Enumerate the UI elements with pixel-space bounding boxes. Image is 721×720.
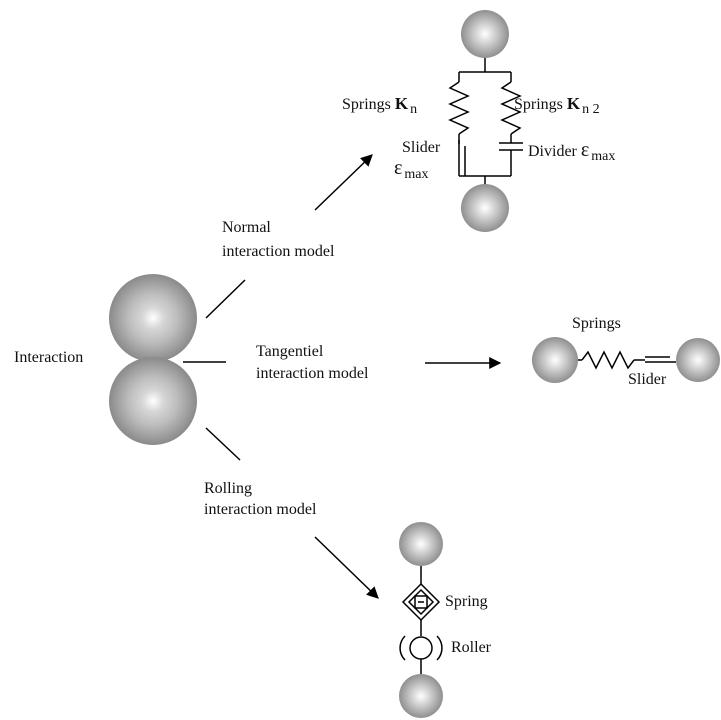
rolling-roller-label: Roller — [451, 639, 491, 656]
normal-model-label-line1: Normal — [222, 219, 271, 236]
rolling-spring-icon — [401, 582, 441, 622]
rolling-model-label-line1: Rolling — [204, 480, 253, 497]
rolling-model-label-line2: interaction model — [204, 501, 317, 518]
tangential-left-particle — [532, 337, 578, 383]
interaction-label: Interaction — [14, 349, 84, 366]
rolling-model-schematic — [399, 522, 443, 718]
central-particle-bottom — [109, 357, 197, 445]
rolling-spring-label: Spring — [445, 593, 488, 610]
slider-label: Slider — [402, 139, 441, 156]
normal-model-schematic — [448, 10, 523, 232]
tangential-right-particle — [676, 338, 720, 382]
tangential-springs-label: Springs — [572, 315, 621, 332]
tangential-model-label-line2: interaction model — [256, 365, 369, 382]
rolling-branch-line — [205, 427, 241, 461]
rolling-bottom-particle — [399, 674, 443, 718]
normal-model-label-line2: interaction model — [222, 243, 335, 260]
central-particle-top — [109, 274, 197, 362]
tangential-model-label-line1: Tangentiel — [256, 343, 324, 360]
normal-top-particle — [461, 10, 509, 58]
rolling-top-particle — [399, 522, 443, 566]
spring-kn-icon — [448, 81, 470, 135]
tangential-slider-label: Slider — [628, 371, 667, 388]
tangential-model-schematic — [532, 337, 720, 383]
normal-bottom-particle — [461, 184, 509, 232]
roller-icon — [399, 635, 443, 661]
tangential-spring-icon — [581, 350, 635, 370]
normal-branch-line — [205, 279, 246, 319]
normal-arrow — [314, 154, 373, 211]
rolling-arrow — [314, 536, 379, 599]
spring-kn2-icon — [500, 81, 522, 135]
